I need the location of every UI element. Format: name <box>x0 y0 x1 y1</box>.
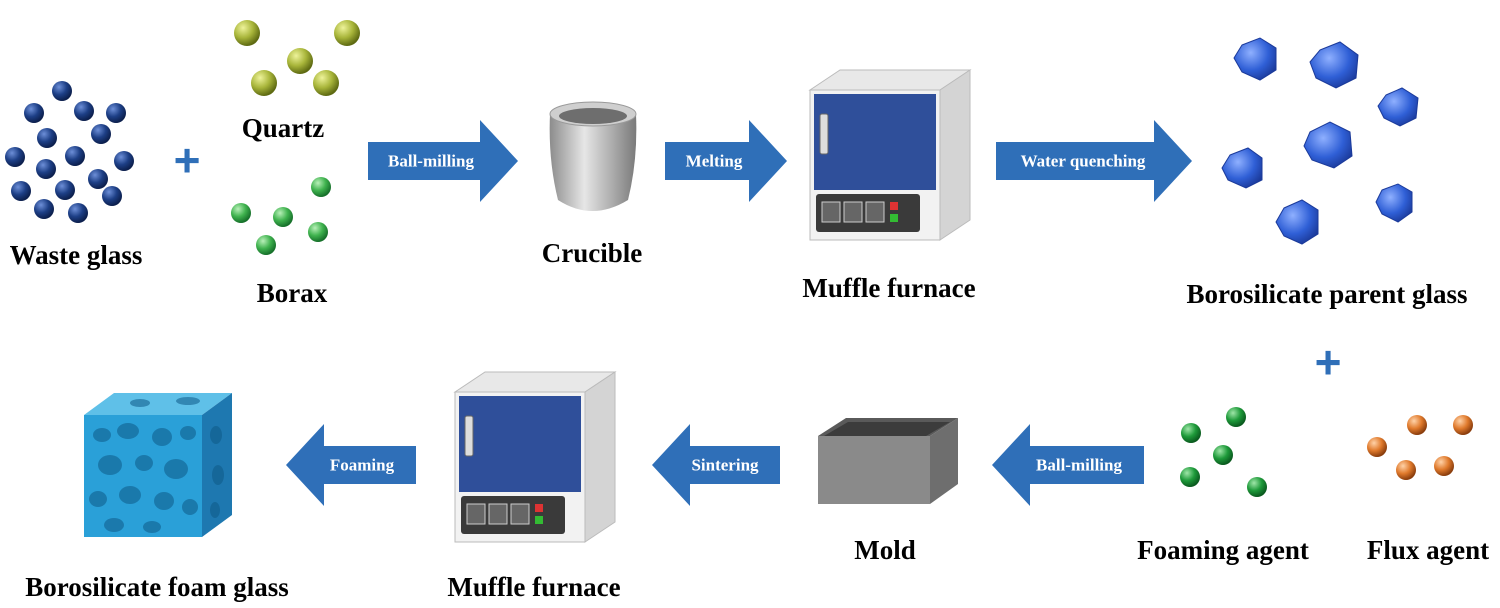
foaming-agent-particles <box>1180 407 1267 497</box>
crucible-icon <box>549 101 637 211</box>
plus-sign-right: + <box>1314 336 1342 388</box>
arrow-melting <box>665 120 787 202</box>
borax-particles <box>231 177 331 255</box>
foaming-agent-label: Foaming agent <box>1137 535 1309 565</box>
foam-glass-label: Borosilicate foam glass <box>25 572 289 602</box>
arrow-water-quenching <box>996 120 1192 202</box>
crucible-label: Crucible <box>541 238 643 268</box>
mold-icon <box>818 418 958 504</box>
arrow-water-quenching-label: Water quenching <box>1020 151 1146 171</box>
quartz-particles <box>234 20 360 96</box>
plus-sign-top-left: + <box>173 134 201 186</box>
waste-glass-label: Waste glass <box>9 240 143 270</box>
arrow-sintering <box>652 424 780 506</box>
foam-glass-cube <box>84 393 232 537</box>
arrow-ball-milling-bottom-label: Ball-milling <box>1036 455 1122 475</box>
muffle-furnace-top-label: Muffle furnace <box>802 273 976 303</box>
arrow-ball-milling-top <box>368 120 518 202</box>
parent-glass-label: Borosilicate parent glass <box>1186 279 1468 309</box>
flux-agent-particles <box>1367 415 1473 480</box>
muffle-furnace-icon-top <box>808 69 972 241</box>
arrow-sintering-label: Sintering <box>691 455 759 475</box>
waste-glass-particles <box>5 81 134 223</box>
muffle-furnace-bottom-label: Muffle furnace <box>447 572 621 602</box>
arrow-melting-label: Melting <box>685 151 743 171</box>
arrow-ball-milling-bottom <box>992 424 1144 506</box>
parent-glass-particles <box>1221 37 1419 245</box>
arrow-ball-milling-top-label: Ball-milling <box>388 151 474 171</box>
mold-label: Mold <box>854 535 916 565</box>
borax-label: Borax <box>256 278 328 308</box>
flux-agent-label: Flux agent <box>1366 535 1490 565</box>
arrow-foaming <box>286 424 416 506</box>
arrow-foaming-label: Foaming <box>329 455 395 475</box>
muffle-furnace-icon-bottom <box>453 371 617 543</box>
quartz-label: Quartz <box>241 113 325 143</box>
